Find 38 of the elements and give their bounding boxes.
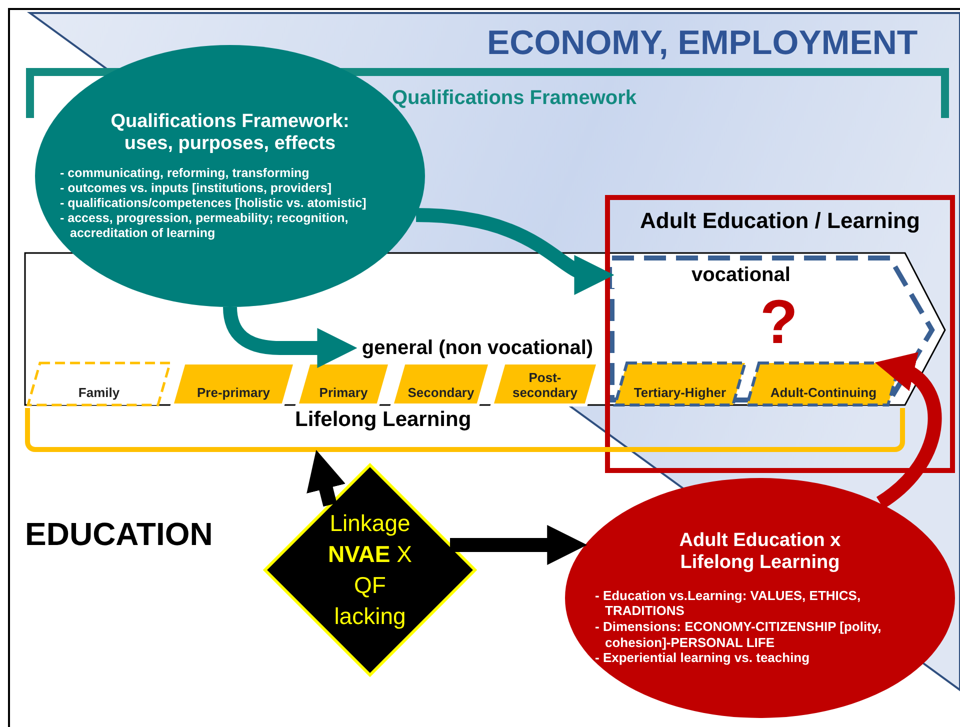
bracket-label: Lifelong Learning	[295, 408, 472, 432]
stage-label: Family	[77, 386, 121, 401]
stage-panel	[492, 363, 598, 405]
bullet-text: - Dimensions: ECONOMY-CITIZENSHIP [polity, cohesion]-PERSONAL LIFE	[595, 619, 882, 650]
stage-panel	[392, 363, 490, 405]
stage-panel	[172, 363, 295, 405]
bullet-text: - Education vs.Learning: VALUES, ETHICS, TRADITIONS	[595, 588, 862, 620]
region-label: EDUCATION	[25, 518, 213, 550]
band-label: general (non vocational)	[362, 336, 594, 360]
stage-label: Secondary	[406, 386, 476, 401]
band-label: vocational	[692, 264, 790, 286]
stage-label: Primary	[318, 386, 369, 401]
arrow	[876, 354, 942, 509]
diamond-text: Linkage NVAE X QF lacking	[327, 508, 413, 632]
bullet-text: - qualifications/competences [holistic vs. atomistic]	[60, 196, 368, 212]
stage-panel	[28, 363, 170, 405]
arrow	[306, 450, 346, 507]
bullet-text: - outcomes vs. inputs [institutions, providers]	[60, 181, 333, 196]
ellipse-heading: Qualifications Framework: uses, purposes, effects	[110, 110, 350, 154]
bracket	[25, 408, 905, 452]
stage-label: Tertiary-Higher	[632, 386, 728, 401]
region-label: Qualifications Framework	[392, 88, 637, 108]
question-mark: ?	[760, 292, 798, 354]
box-title: Adult Education / Learning	[640, 208, 920, 234]
stage-label: Post-secondary	[511, 371, 579, 401]
decision-diamond	[265, 465, 475, 675]
bullet-text: - Experiential learning vs. teaching	[595, 650, 811, 666]
bullet-text: - communicating, reforming, transforming	[60, 166, 310, 182]
stage-panel	[615, 363, 745, 405]
arrow	[450, 524, 588, 565]
arrow	[416, 208, 614, 292]
stage-label: Pre-primary	[196, 386, 271, 401]
region-label: ECONOMY, EMPLOYMENT	[487, 26, 918, 60]
section-frame	[605, 195, 955, 473]
stage-label: Adult-Continuing	[769, 386, 878, 401]
ellipse-heading: Adult Education x Lifelong Learning	[678, 530, 842, 574]
bullet-text: - access, progression, permeability; recognition, accreditation of learning	[60, 211, 350, 242]
ellipse-callout	[565, 478, 955, 718]
